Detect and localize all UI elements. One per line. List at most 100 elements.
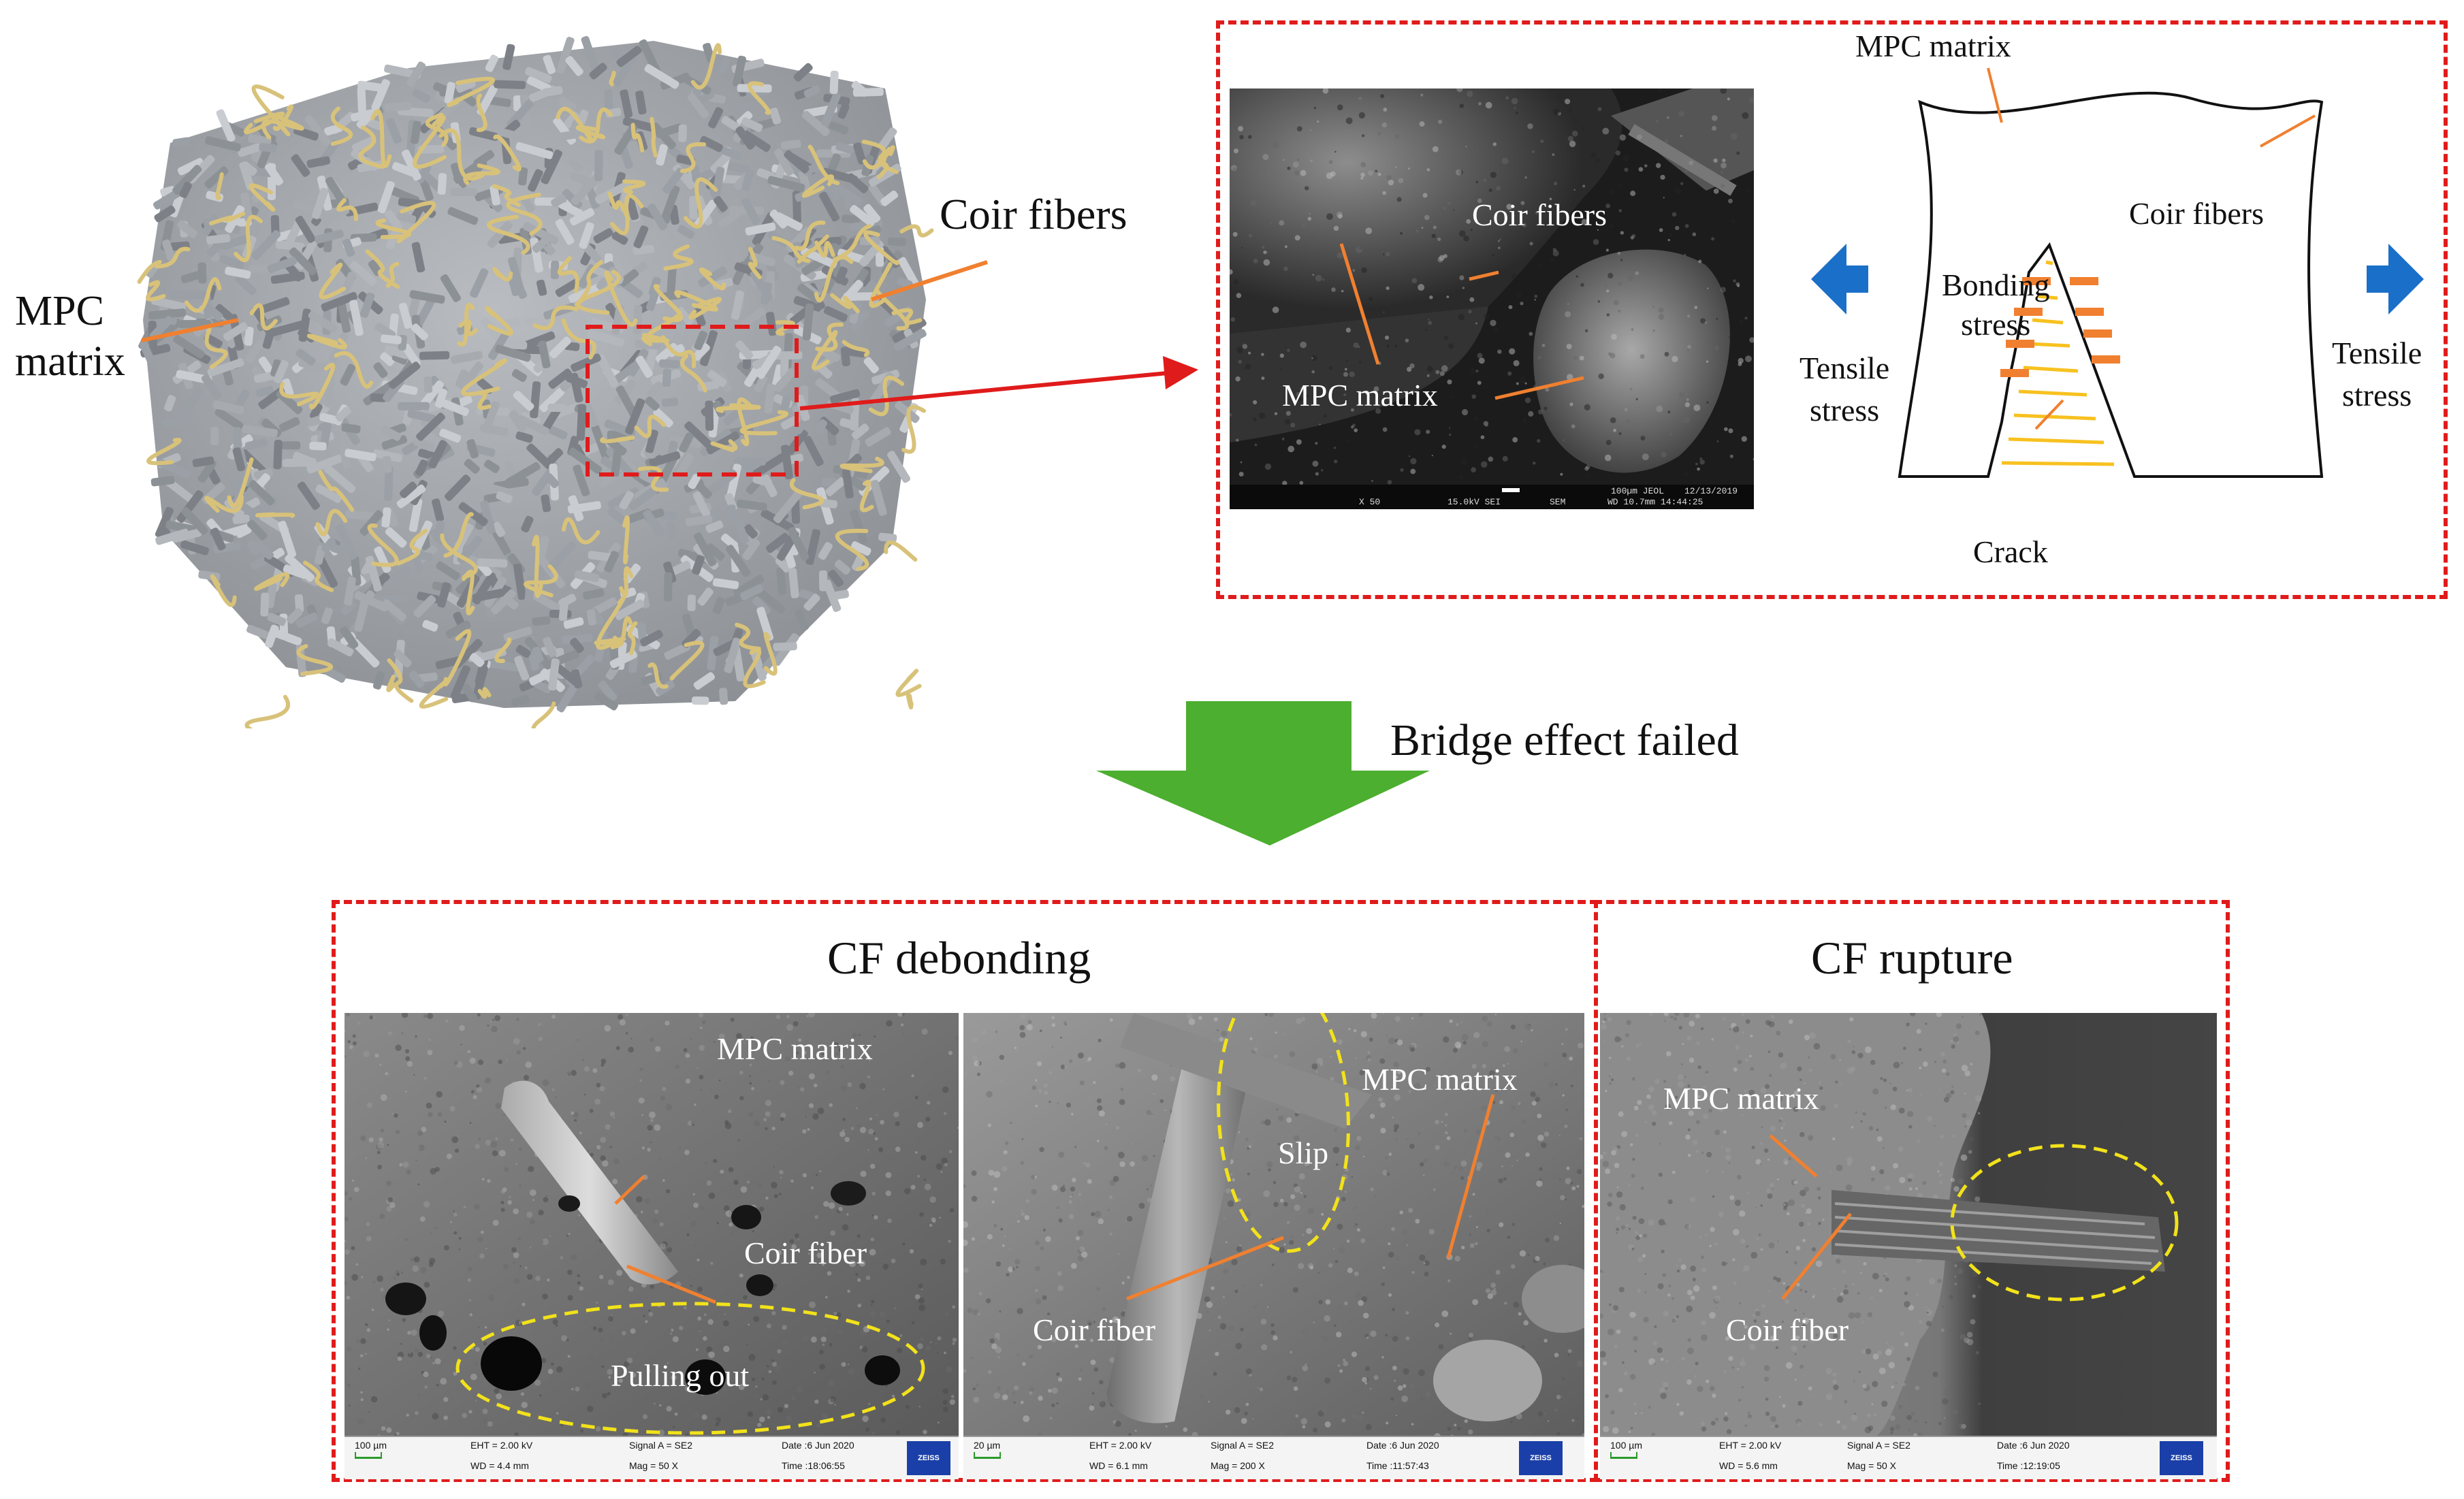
matrix-crystal-rod	[660, 511, 678, 520]
matrix-crystal-rod	[594, 150, 603, 182]
matrix-crystal-rod	[408, 294, 421, 318]
zoom-region-box	[586, 325, 799, 477]
matrix-crystal-rod	[444, 82, 455, 104]
coir-fiber-strand	[906, 692, 914, 709]
matrix-crystal-rod	[381, 334, 402, 344]
coir-fiber-strand	[492, 267, 513, 282]
coir-fiber-strand	[215, 172, 224, 200]
matrix-crystal-rod	[286, 608, 303, 624]
matrix-crystal-rod	[401, 149, 421, 181]
matrix-crystal-rod	[445, 620, 471, 639]
coir-fiber-strand	[674, 290, 718, 312]
matrix-crystal-rod	[270, 321, 304, 337]
matrix-crystal-rod	[496, 491, 513, 504]
matrix-crystal-rod	[620, 89, 633, 118]
matrix-crystal-rod	[151, 296, 187, 311]
matrix-crystal-rod	[865, 427, 891, 447]
matrix-crystal-rod	[710, 150, 733, 174]
matrix-crystal-rod	[554, 402, 580, 418]
bonding-line1: Bonding	[1942, 268, 2050, 302]
matrix-crystal-rod	[769, 108, 782, 125]
matrix-crystal-rod	[797, 283, 822, 304]
matrix-crystal-rod	[741, 197, 761, 225]
matrix-crystal-rod	[522, 222, 559, 245]
matrix-crystal-rod	[619, 269, 639, 287]
coir-fiber-strand	[315, 509, 348, 536]
matrix-crystal-rod	[472, 587, 508, 602]
matrix-crystal-rod	[639, 630, 663, 647]
matrix-crystal-rod	[385, 527, 407, 548]
matrix-crystal-rod	[469, 268, 489, 298]
coir-fiber-strand	[832, 224, 872, 262]
matrix-crystal-rod	[399, 481, 417, 498]
coir-fiber-strand	[370, 109, 392, 168]
matrix-crystal-rod	[525, 67, 552, 83]
matrix-crystal-rod	[487, 221, 513, 248]
matrix-crystal-rod	[712, 597, 725, 615]
matrix-crystal-rod	[735, 126, 755, 150]
matrix-crystal-rod	[635, 90, 647, 115]
matrix-crystal-rod	[567, 501, 601, 514]
matrix-crystal-rod	[219, 255, 244, 270]
matrix-crystal-rod	[513, 563, 526, 600]
matrix-crystal-rod	[341, 423, 361, 434]
coir-fiber-strand	[209, 211, 246, 226]
sem3-info-bar: 100 µm EHT = 2.00 kV WD = 5.6 mm Signal …	[1600, 1436, 2217, 1479]
coir-fiber-strand	[413, 115, 447, 169]
matrix-crystal-rod	[223, 322, 249, 341]
coir-fiber-strand	[387, 658, 414, 703]
matrix-crystal-rod	[583, 588, 605, 600]
matrix-crystal-rod	[432, 498, 445, 522]
matrix-crystal-rod	[619, 491, 634, 510]
debonding-title: CF debonding	[827, 932, 1091, 984]
coir-fiber-strand	[710, 439, 738, 453]
coir-fiber-strand	[303, 560, 334, 592]
matrix-crystal-rod	[259, 143, 277, 152]
matrix-crystal-rod	[342, 238, 355, 257]
matrix-crystal-rod	[406, 61, 426, 87]
matrix-crystal-rod	[641, 212, 654, 230]
coir-fiber-strand	[306, 334, 347, 350]
matrix-crystal-rod	[803, 436, 824, 467]
matrix-crystal-rod	[803, 594, 820, 611]
matrix-crystal-rod	[741, 457, 767, 466]
matrix-crystal-rod	[536, 279, 547, 296]
matrix-crystal-rod	[844, 194, 853, 210]
matrix-crystal-rod	[705, 400, 714, 431]
matrix-crystal-rod	[161, 417, 190, 428]
matrix-crystal-rod	[437, 582, 451, 608]
matrix-crystal-rod	[615, 385, 639, 419]
matrix-crystal-rod	[851, 423, 869, 440]
coir-fiber-strand	[594, 636, 626, 649]
matrix-crystal-rod	[490, 185, 500, 206]
matrix-crystal-rod	[244, 339, 265, 364]
matrix-crystal-rod	[693, 308, 706, 327]
matrix-crystal-rod	[304, 114, 331, 146]
matrix-crystal-rod	[381, 435, 408, 450]
matrix-crystal-rod	[356, 111, 374, 129]
coir-fiber-strand	[901, 404, 927, 454]
matrix-crystal-rod	[823, 306, 848, 322]
coir-fiber-strand	[604, 270, 638, 327]
matrix-crystal-rod	[515, 645, 531, 658]
schematic-matrix-leader	[1987, 67, 2003, 123]
matrix-crystal-rod	[315, 229, 344, 244]
matrix-crystal-rod	[298, 308, 311, 342]
matrix-crystal-rod	[694, 481, 712, 499]
matrix-crystal-rod	[262, 328, 275, 349]
matrix-crystal-rod	[664, 643, 690, 660]
matrix-crystal-rod	[383, 455, 392, 473]
matrix-crystal-rod	[311, 187, 329, 219]
coir-fiber-strand	[613, 616, 633, 644]
matrix-crystal-rod	[492, 521, 506, 538]
matrix-crystal-rod	[644, 64, 679, 89]
coir-fiber-strand	[296, 644, 334, 676]
matrix-crystal-rod	[664, 572, 673, 602]
matrix-crystal-rod	[469, 653, 485, 667]
matrix-crystal-rod	[645, 429, 658, 453]
matrix-crystal-rod	[742, 538, 761, 560]
coir-fiber-strand	[184, 277, 222, 313]
matrix-crystal-rod	[409, 290, 445, 304]
matrix-crystal-rod	[614, 599, 645, 620]
matrix-crystal-rod	[354, 591, 389, 612]
